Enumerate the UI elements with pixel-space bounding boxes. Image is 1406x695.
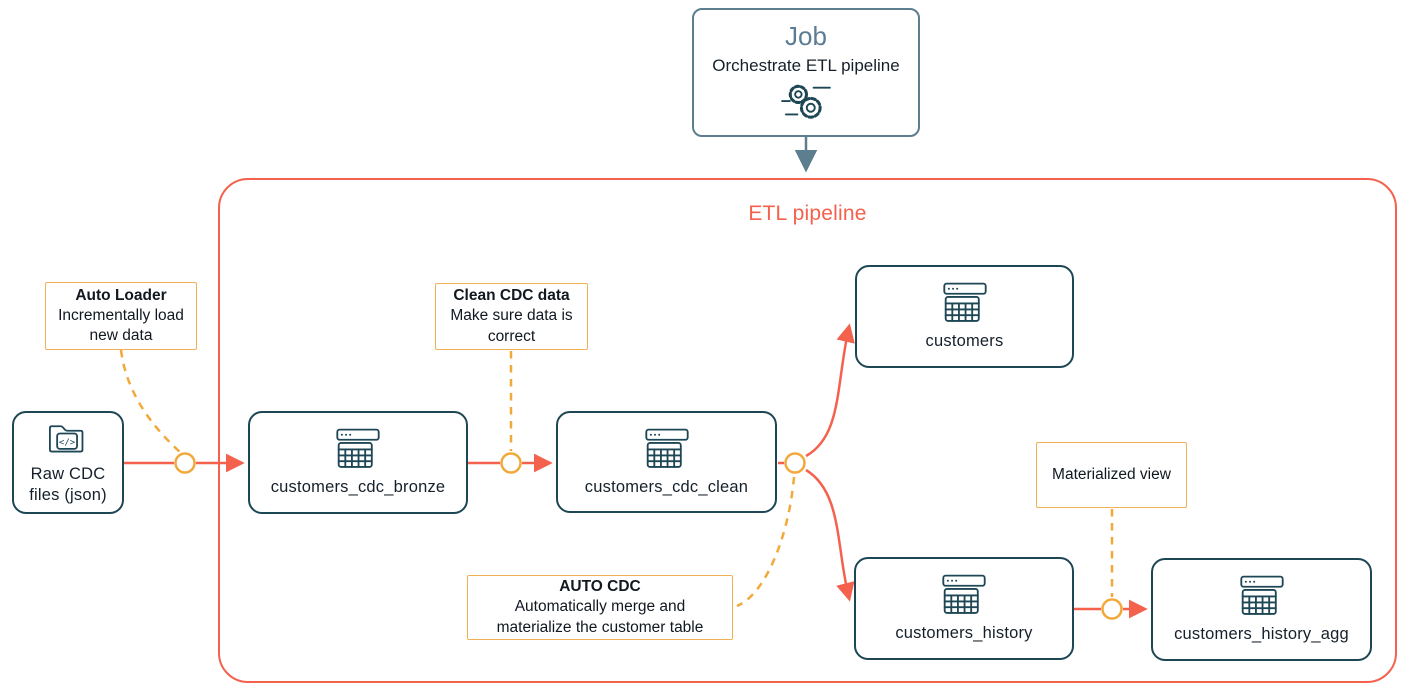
node-customers-history-agg: customers_history_agg [1151,558,1372,661]
node-label: customers_cdc_bronze [270,478,446,497]
link-auto-cdc [736,476,796,608]
node-customers-cdc-bronze: customers_cdc_bronze [248,411,468,514]
node-label: customers_history_agg [1174,625,1349,644]
edge-branch-to-customers [805,323,855,458]
table-icon [1239,575,1284,616]
code-folder-icon: </> [49,425,84,453]
callout-body: Automatically merge and materialize the … [496,598,704,636]
node-job: Job Orchestrate ETL pipeline [692,8,920,137]
callout-title: Materialized view [1052,465,1171,483]
node-raw-cdc-files: </> Raw CDC files (json) [12,411,124,514]
code-glyph: </> [59,438,76,448]
node-label: customers_history [895,624,1033,643]
table-icon [942,574,986,615]
pipeline-title: ETL pipeline [748,202,867,225]
link-auto-loader [119,349,182,454]
junction-clean-cdc [500,452,522,474]
callout-title: AUTO CDC [559,578,641,596]
callout-auto-cdc: AUTO CDC Automatically merge and materia… [467,575,733,640]
callout-title: Clean CDC data [453,287,570,305]
etl-pipeline-container: ETL pipeline [218,178,1397,683]
edge-branch-to-history [805,468,855,602]
node-customers-cdc-clean: customers_cdc_clean [556,411,777,513]
job-title: Job [785,21,827,51]
callout-clean-cdc-data: Clean CDC data Make sure data is correct [435,283,588,350]
junction-materialized-view [1101,598,1123,620]
table-icon [644,428,689,468]
node-customers: customers [855,265,1074,368]
job-subtitle: Orchestrate ETL pipeline [712,56,900,75]
node-label: customers [925,332,1004,351]
callout-title: Auto Loader [75,286,167,304]
node-customers-history: customers_history [854,557,1074,660]
callout-body: Incrementally load new data [58,306,184,345]
junction-auto-cdc [784,452,806,474]
node-label: Raw CDC files (json) [29,465,107,504]
table-icon [942,282,987,323]
gears-icon [781,84,831,119]
callout-body: Make sure data is correct [450,307,573,345]
callout-materialized-view: Materialized view [1036,442,1187,508]
callout-auto-loader: Auto Loader Incrementally load new data [45,282,197,350]
junction-auto-loader [174,452,196,474]
node-label: customers_cdc_clean [584,477,749,496]
table-icon [336,428,380,469]
